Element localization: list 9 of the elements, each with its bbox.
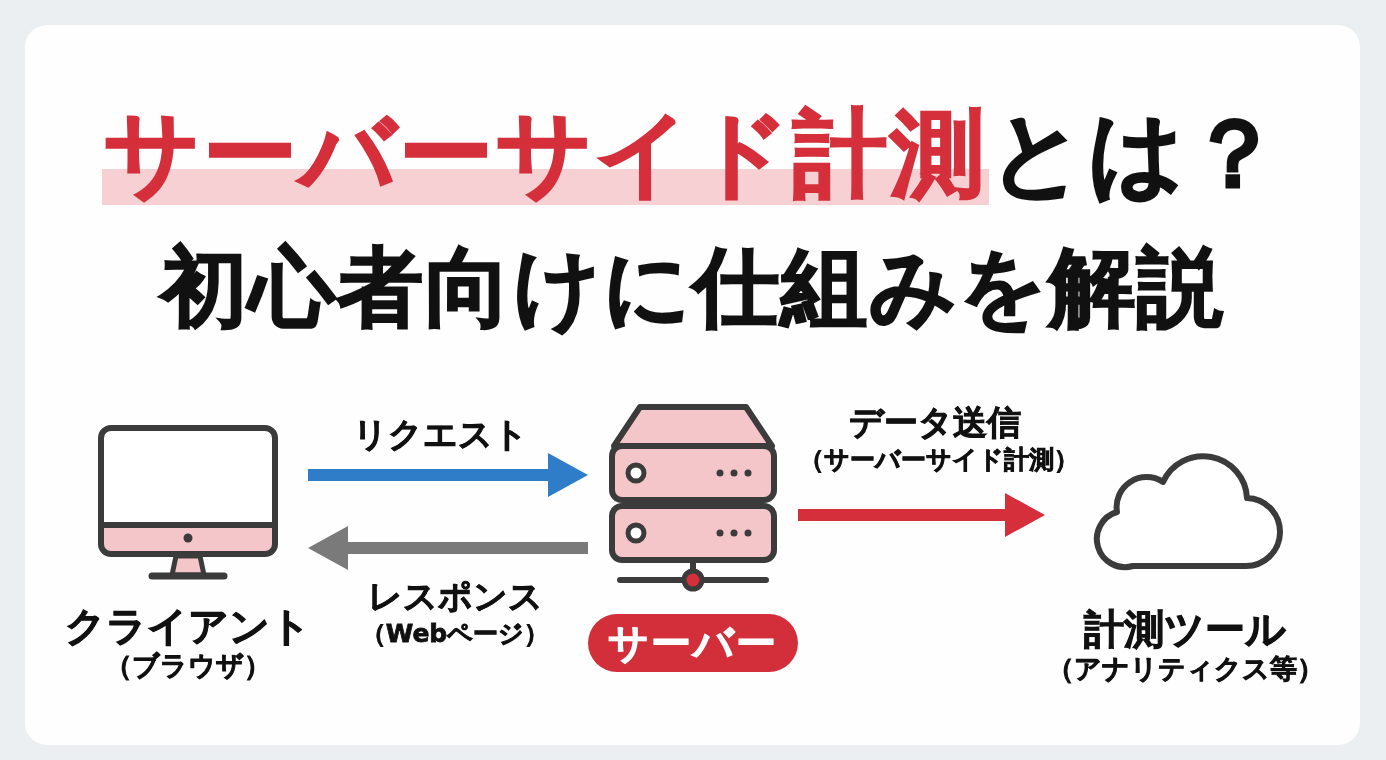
subtitle: 初心者向けに仕組みを解説: [161, 238, 1225, 337]
arrow: [308, 453, 588, 497]
arrow: [308, 526, 588, 570]
arrow: [798, 493, 1045, 537]
node-title: クライアント: [65, 603, 311, 649]
node-title: 計測ツール: [1084, 606, 1286, 652]
server-label: サーバー: [588, 614, 798, 672]
node-subtitle: （アナリティクス等）: [1046, 652, 1324, 686]
node-subtitle: （ブラウザ）: [105, 649, 271, 683]
